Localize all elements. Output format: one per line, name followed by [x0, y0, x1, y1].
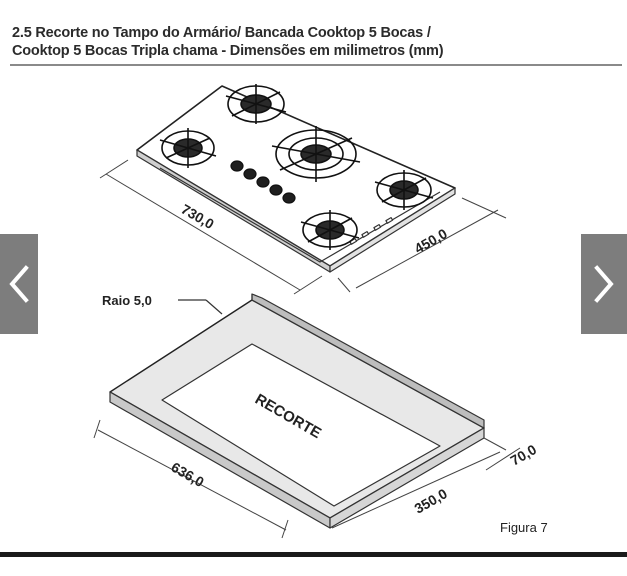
chevron-right-icon — [594, 265, 614, 303]
figure-caption: Figura 7 — [500, 520, 548, 535]
cooktop-depth-label: 450,0 — [412, 225, 451, 256]
chevron-left-icon — [9, 265, 29, 303]
technical-drawing: 730,0 450,0 Raio 5,0 RECORTE 636,0 350,0… — [93, 84, 548, 539]
cutout-length-label: 636,0 — [169, 459, 208, 490]
section-heading: 2.5 Recorte no Tampo do Armário/ Bancada… — [12, 24, 612, 60]
heading-rule — [10, 64, 622, 66]
previous-page-button[interactable] — [0, 234, 38, 334]
next-page-button[interactable] — [581, 234, 627, 334]
footer-bar — [0, 552, 627, 557]
countertop-cutout-drawing — [93, 293, 521, 539]
section-heading-line-2: Cooktop 5 Bocas Tripla chama - Dimensões… — [12, 43, 444, 59]
cooktop-length-label: 730,0 — [179, 201, 218, 232]
radius-label: Raio 5,0 — [102, 293, 152, 308]
cooktop-drawing — [99, 84, 507, 295]
edge-offset-label: 70,0 — [508, 441, 540, 469]
section-heading-line-1: 2.5 Recorte no Tampo do Armário/ Bancada… — [12, 25, 431, 41]
